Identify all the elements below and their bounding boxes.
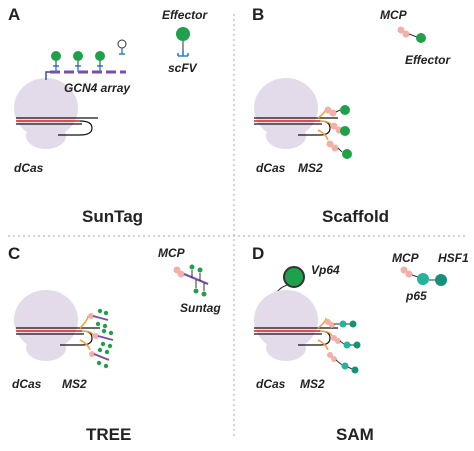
dcas-label-a: dCas xyxy=(14,161,44,175)
gcn4-array-label: GCN4 array xyxy=(64,81,131,95)
mcp-label-d: MCP xyxy=(392,251,420,265)
scaffold-title: Scaffold xyxy=(322,207,389,226)
ms2-loop-1 xyxy=(317,317,327,329)
dcas-label-d: dCas xyxy=(256,377,286,391)
panel-c-letter: C xyxy=(8,244,20,263)
panel-d: D Vp64 MCP HSF1 p65 xyxy=(252,244,469,444)
dcas-protein xyxy=(254,290,318,350)
dcas-lobe xyxy=(266,123,306,149)
dcas-label-b: dCas xyxy=(256,161,286,175)
sam-title: SAM xyxy=(336,425,374,444)
mcp-effector-bound-3 xyxy=(326,140,352,159)
tree-title: TREE xyxy=(86,425,131,444)
ms2-label-c: MS2 xyxy=(62,377,87,391)
ms2-loop-3 xyxy=(317,339,329,351)
dcas-protein xyxy=(254,78,318,138)
mcp-label-b: MCP xyxy=(380,8,408,22)
mcp-suntag-fusion xyxy=(173,264,209,297)
hsf1-label: HSF1 xyxy=(438,251,469,265)
suntag-label: Suntag xyxy=(180,301,221,315)
scfv-label: scFV xyxy=(168,61,198,75)
mcp-p65-hsf1-bound-2 xyxy=(331,335,361,349)
effector-label: Effector xyxy=(162,8,208,22)
dcas-protein xyxy=(14,78,78,138)
vp64-domain xyxy=(283,266,305,288)
scfv-effector-2 xyxy=(73,51,83,72)
mcp-p65-hsf1-bound-3 xyxy=(327,352,359,374)
mcp-p65-hsf1-bound-1 xyxy=(325,319,357,328)
ms2-loop-2 xyxy=(319,330,333,337)
effector-scfv-fusion xyxy=(176,27,190,57)
mcp-suntag-bound-1 xyxy=(88,308,109,329)
effector-label-b: Effector xyxy=(405,53,451,67)
panel-c: C MCP Suntag xyxy=(8,244,221,444)
guide-loop xyxy=(58,120,93,136)
dcas-lobe xyxy=(266,335,306,361)
mcp-suntag-bound-2 xyxy=(93,328,114,349)
dcas-lobe xyxy=(26,335,66,361)
mcp-suntag-bound-3 xyxy=(89,347,110,369)
panel-b: B MCP Effector xyxy=(252,5,451,226)
mcp-effector-bound-1 xyxy=(324,105,350,117)
mcp-label-c: MCP xyxy=(158,246,186,260)
panel-d-letter: D xyxy=(252,244,264,263)
ms2-label-d: MS2 xyxy=(300,377,325,391)
vp64-label: Vp64 xyxy=(311,263,340,277)
suntag-title: SunTag xyxy=(82,207,143,226)
ms2-loop-1 xyxy=(79,315,89,329)
panel-b-letter: B xyxy=(252,5,264,24)
scfv-effector-3 xyxy=(95,51,105,72)
ms2-loop-3 xyxy=(317,129,329,141)
dcas-lobe xyxy=(26,123,66,149)
mcp-p65-hsf1-fusion xyxy=(400,266,447,286)
dcas-label-c: dCas xyxy=(12,377,42,391)
p65-label: p65 xyxy=(405,289,427,303)
ms2-label-b: MS2 xyxy=(298,161,323,175)
mcp-effector-bound-2 xyxy=(330,122,350,136)
panel-a-letter: A xyxy=(8,5,20,24)
ms2-loop-3 xyxy=(79,339,91,351)
mcp-effector-fusion xyxy=(397,26,426,43)
panel-a: A GCN4 array xyxy=(8,5,208,226)
dcas-protein xyxy=(14,290,78,350)
scfv-effector-1 xyxy=(51,51,61,72)
scfv-unbound xyxy=(117,39,127,55)
